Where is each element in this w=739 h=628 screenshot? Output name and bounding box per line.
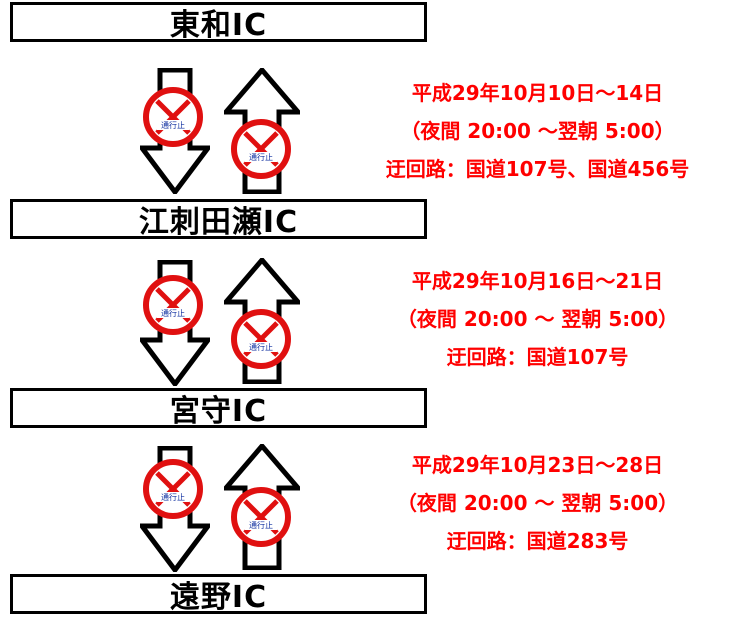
interchange-label: 宮守IC bbox=[169, 394, 268, 429]
no-entry-sign-icon: 通行止 bbox=[143, 459, 203, 519]
closure-period: 平成29年10月16日～21日 bbox=[411, 269, 664, 293]
closure-hours: （夜間 20:00 ～ 翌朝 5:00） bbox=[396, 491, 679, 515]
interchange-label: 東和IC bbox=[169, 8, 268, 43]
closure-period: 平成29年10月23日～28日 bbox=[411, 453, 664, 477]
detour-route: 迂回路：国道107号 bbox=[446, 345, 629, 369]
closure-period: 平成29年10月10日～14日 bbox=[411, 81, 664, 105]
closure-hours: （夜間 20:00 ～ 翌朝 5:00） bbox=[396, 307, 679, 331]
detour-route: 迂回路：国道107号、国道456号 bbox=[385, 157, 690, 181]
no-entry-sign-icon: 通行止 bbox=[231, 119, 291, 179]
no-entry-sign-icon: 通行止 bbox=[143, 87, 203, 147]
sign-text: 通行止 bbox=[161, 120, 185, 130]
sign-text: 通行止 bbox=[161, 492, 185, 502]
interchange-box-miyamori: 宮守IC bbox=[10, 388, 427, 429]
closure-info-segment-2: 平成29年10月16日～21日 （夜間 20:00 ～ 翌朝 5:00） 迂回路… bbox=[340, 262, 735, 376]
sign-text: 通行止 bbox=[249, 342, 273, 352]
interchange-box-tono: 遠野IC bbox=[10, 574, 427, 615]
closure-hours: （夜間 20:00 ～翌朝 5:00） bbox=[400, 119, 675, 143]
interchange-label: 遠野IC bbox=[169, 580, 268, 615]
sign-text: 通行止 bbox=[249, 520, 273, 530]
interchange-box-esashi-tase: 江刺田瀬IC bbox=[10, 199, 427, 240]
no-entry-sign-icon: 通行止 bbox=[143, 275, 203, 335]
no-entry-sign-icon: 通行止 bbox=[231, 309, 291, 369]
closure-info-segment-3: 平成29年10月23日～28日 （夜間 20:00 ～ 翌朝 5:00） 迂回路… bbox=[340, 446, 735, 560]
interchange-box-towa: 東和IC bbox=[10, 2, 427, 43]
no-entry-sign-icon: 通行止 bbox=[231, 487, 291, 547]
interchange-label: 江刺田瀬IC bbox=[138, 205, 299, 240]
detour-route: 迂回路：国道283号 bbox=[446, 529, 629, 553]
sign-text: 通行止 bbox=[161, 308, 185, 318]
sign-text: 通行止 bbox=[249, 152, 273, 162]
closure-info-segment-1: 平成29年10月10日～14日 （夜間 20:00 ～翌朝 5:00） 迂回路：… bbox=[340, 74, 735, 188]
